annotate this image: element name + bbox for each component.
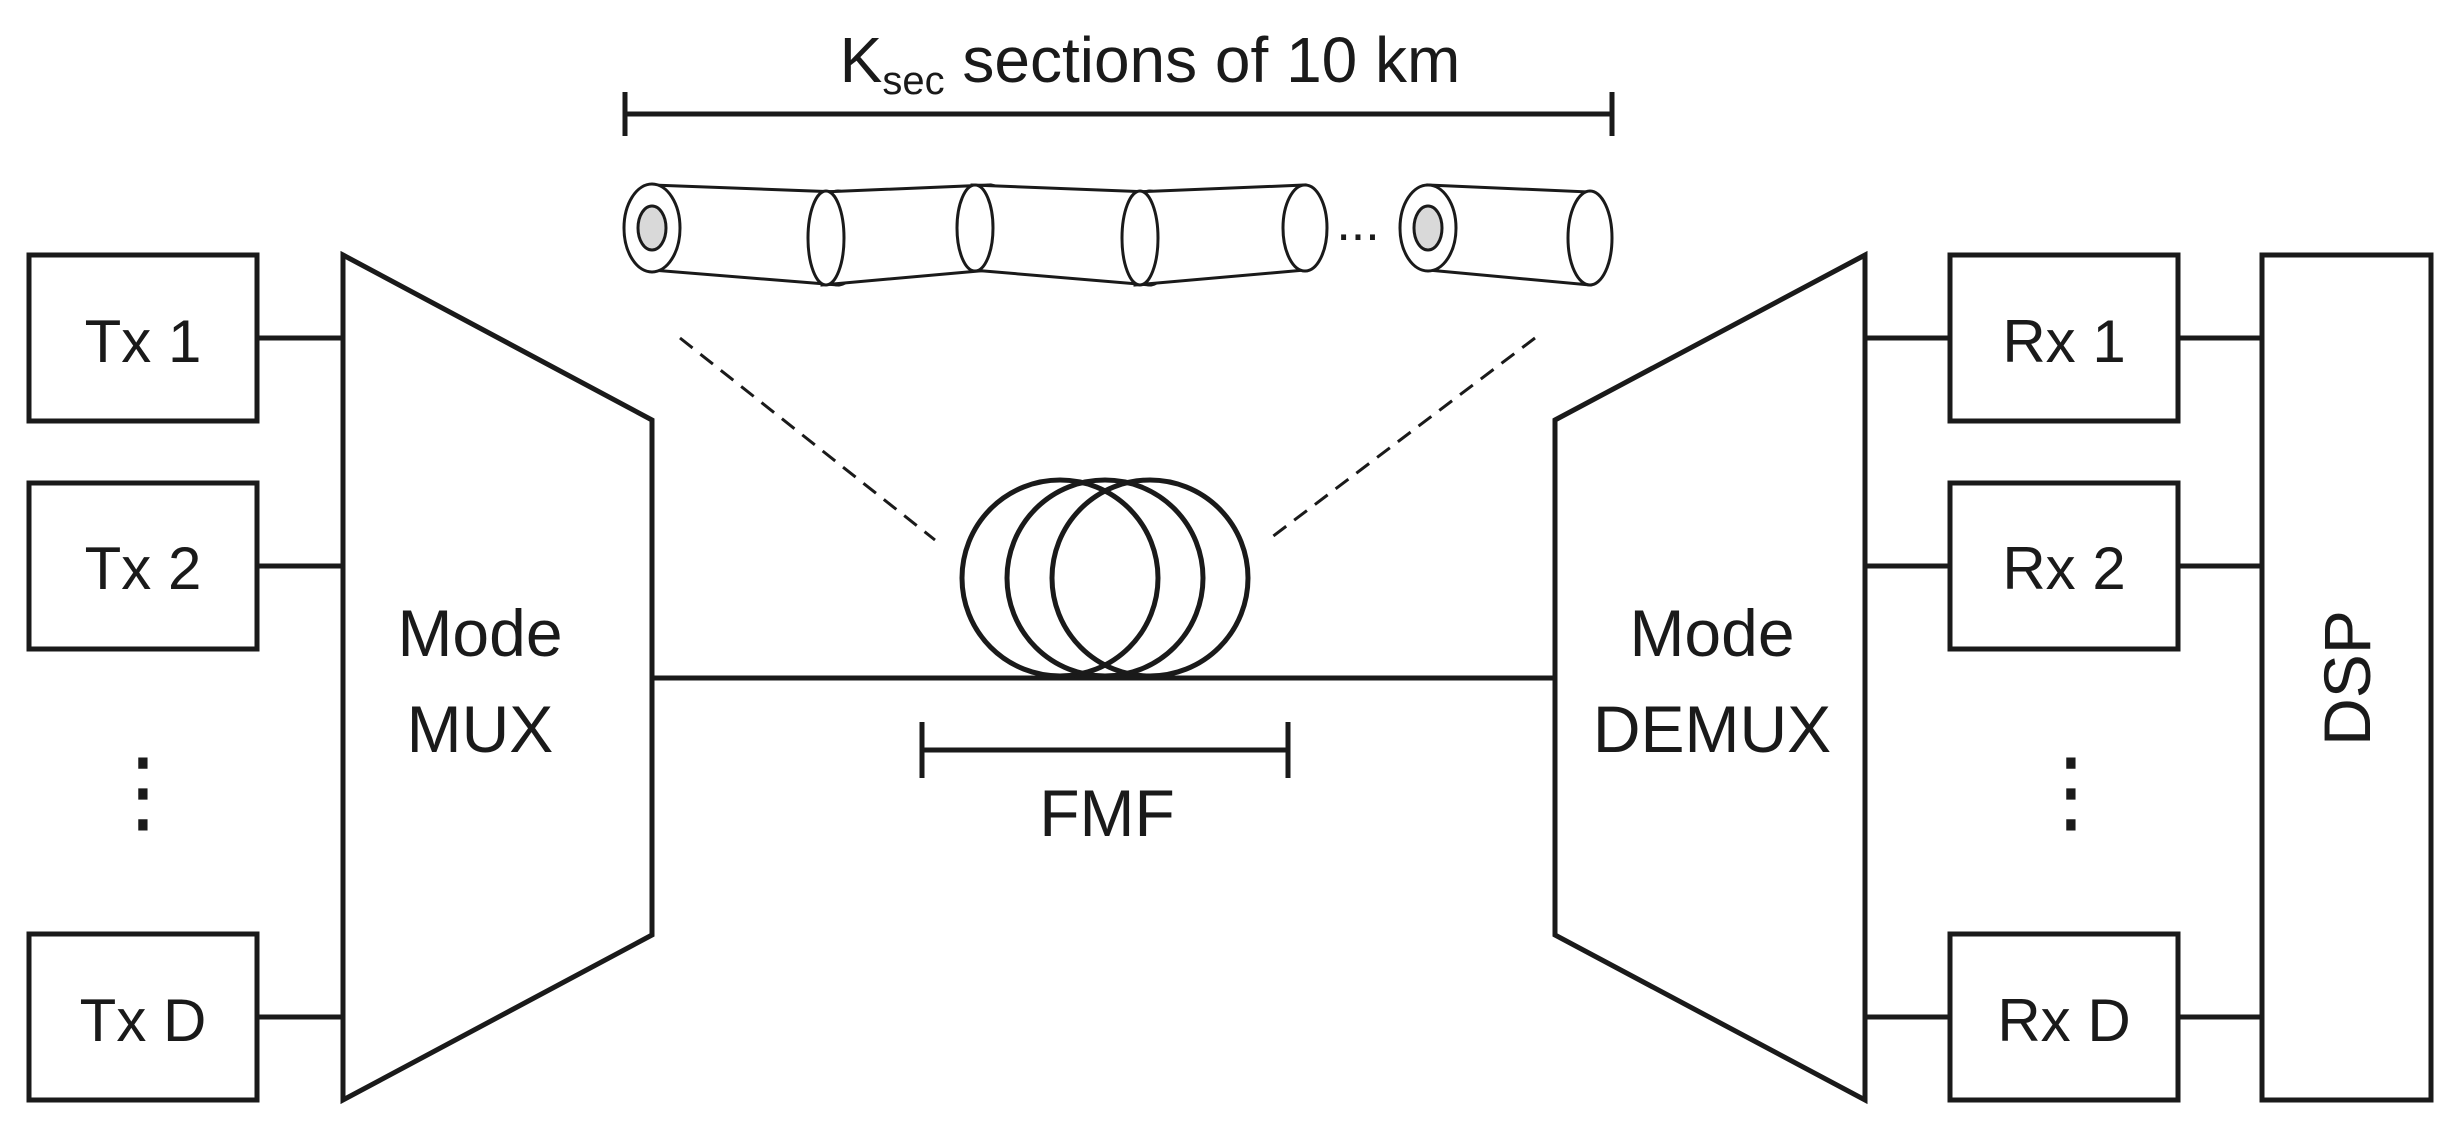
tx-label-1: Tx 1 bbox=[85, 308, 202, 375]
tx-label-2: Tx 2 bbox=[85, 535, 202, 602]
span-label-k: K bbox=[840, 24, 883, 96]
fmf-bracket bbox=[919, 722, 1291, 778]
mode-mux: Mode MUX bbox=[340, 250, 655, 1105]
mux-label-line2: MUX bbox=[407, 692, 554, 766]
dsp-block: DSP bbox=[2259, 252, 2434, 1103]
demux-label-line1: Mode bbox=[1629, 596, 1794, 670]
span-label-rest: sections of 10 km bbox=[945, 24, 1461, 96]
fiber-section-4 bbox=[1120, 183, 1329, 287]
rx-block-1: Rx 1 bbox=[1947, 252, 2181, 424]
tx-vertical-dots: ⋮ bbox=[98, 742, 188, 842]
span-label: Ksec sections of 10 km bbox=[840, 24, 1461, 103]
zoom-line-right bbox=[1267, 336, 1536, 542]
fmf-label: FMF bbox=[1039, 776, 1175, 850]
tx-block-d: Tx D bbox=[26, 931, 260, 1103]
fiber-sections: ... bbox=[622, 182, 1614, 287]
fiber-section-last bbox=[1398, 183, 1614, 287]
sections-ellipsis: ... bbox=[1336, 194, 1379, 252]
mux-label-line1: Mode bbox=[397, 596, 562, 670]
rx-block-d: Rx D bbox=[1947, 931, 2181, 1103]
tx-label-d: Tx D bbox=[80, 987, 207, 1054]
mode-demux: Mode DEMUX bbox=[1552, 250, 1868, 1105]
dsp-label: DSP bbox=[2310, 610, 2384, 746]
demux-label-line2: DEMUX bbox=[1593, 692, 1831, 766]
rx-label-2: Rx 2 bbox=[2002, 535, 2125, 602]
tx-block-2: Tx 2 bbox=[26, 480, 260, 652]
fmf-coil bbox=[959, 477, 1251, 679]
span-bracket bbox=[622, 92, 1615, 136]
tx-block-1: Tx 1 bbox=[26, 252, 260, 424]
rx-label-1: Rx 1 bbox=[2002, 308, 2125, 375]
span-label-sub: sec bbox=[882, 59, 944, 103]
rx-label-d: Rx D bbox=[1997, 987, 2130, 1054]
rx-vertical-dots: ⋮ bbox=[2026, 742, 2116, 842]
zoom-line-left bbox=[679, 336, 936, 542]
rx-block-2: Rx 2 bbox=[1947, 480, 2181, 652]
